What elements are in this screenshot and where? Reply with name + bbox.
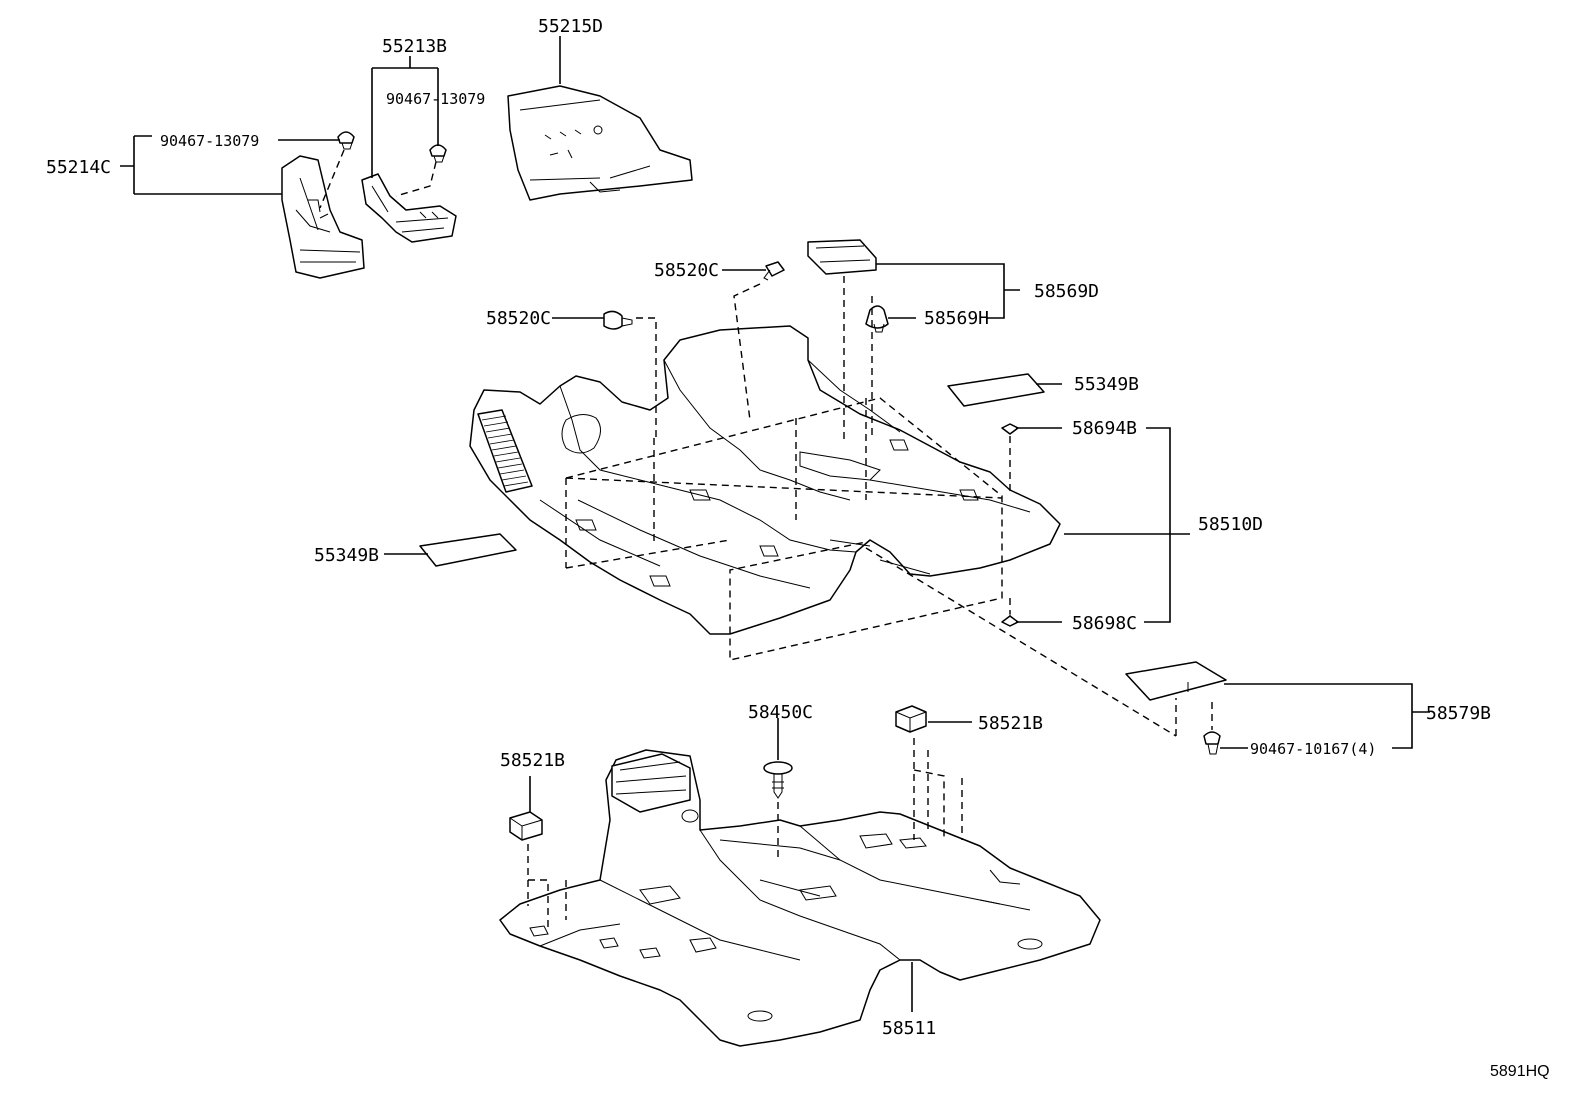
- label-58520C-upper: 58520C: [654, 260, 719, 281]
- clip-90467-13079-left-icon: [337, 131, 355, 150]
- label-55349B-right: 55349B: [1074, 374, 1139, 395]
- label-90467-10167: 90467-10167(4): [1250, 740, 1376, 758]
- reference-code: 5891HQ: [1490, 1063, 1550, 1080]
- label-58579B: 58579B: [1426, 703, 1491, 724]
- part-55349B-left-shape: [419, 533, 517, 567]
- label-58521B-right: 58521B: [978, 713, 1043, 734]
- clip-58694B-icon: [1001, 423, 1019, 435]
- clip-58569H-icon: [865, 305, 889, 333]
- part-55214C-shape: [281, 155, 365, 279]
- label-55215D: 55215D: [538, 16, 603, 37]
- clip-90467-13079-right-icon: [429, 144, 447, 163]
- label-58520C-lower: 58520C: [486, 308, 551, 329]
- label-90467-13079-upper: 90467-13079: [386, 90, 485, 108]
- label-58694B: 58694B: [1072, 418, 1137, 439]
- leader-lines-58510D: [1009, 427, 1190, 623]
- label-55214C: 55214C: [46, 157, 111, 178]
- leader-lines-58520C: [552, 269, 766, 440]
- label-58569H: 58569H: [924, 308, 989, 329]
- clip-58520C-lower-icon: [603, 310, 633, 330]
- leader-lines-top-left: [120, 36, 561, 209]
- clip-58521B-right-icon: [895, 705, 927, 733]
- leader-lines-55349B: [384, 383, 1062, 555]
- clip-58521B-left-icon: [509, 811, 543, 841]
- label-58510D: 58510D: [1198, 514, 1263, 535]
- leader-lines-58569: [843, 263, 1020, 440]
- label-90467-13079-lower: 90467-13079: [160, 132, 259, 150]
- clip-58450C-icon: [763, 761, 793, 799]
- part-55349B-right-shape: [947, 373, 1045, 407]
- leader-lines-bottom: [527, 718, 972, 1012]
- label-55213B: 55213B: [382, 36, 447, 57]
- label-58521B-left: 58521B: [500, 750, 565, 771]
- leader-lines-58579B: [865, 547, 1430, 749]
- label-58450C: 58450C: [748, 702, 813, 723]
- part-58569D-shape: [807, 239, 877, 275]
- part-58511-shape: [499, 749, 1101, 1047]
- label-58698C: 58698C: [1072, 613, 1137, 634]
- label-58569D: 58569D: [1034, 281, 1099, 302]
- clip-58520C-upper-icon: [763, 261, 785, 281]
- part-58510D-shape: [469, 325, 1061, 661]
- part-55215D-shape: [507, 85, 693, 201]
- part-55213B-shape: [361, 173, 457, 243]
- clip-90467-10167-icon: [1203, 731, 1221, 755]
- label-58511: 58511: [882, 1018, 936, 1039]
- label-55349B-left: 55349B: [314, 545, 379, 566]
- part-58579B-shape: [1125, 661, 1227, 701]
